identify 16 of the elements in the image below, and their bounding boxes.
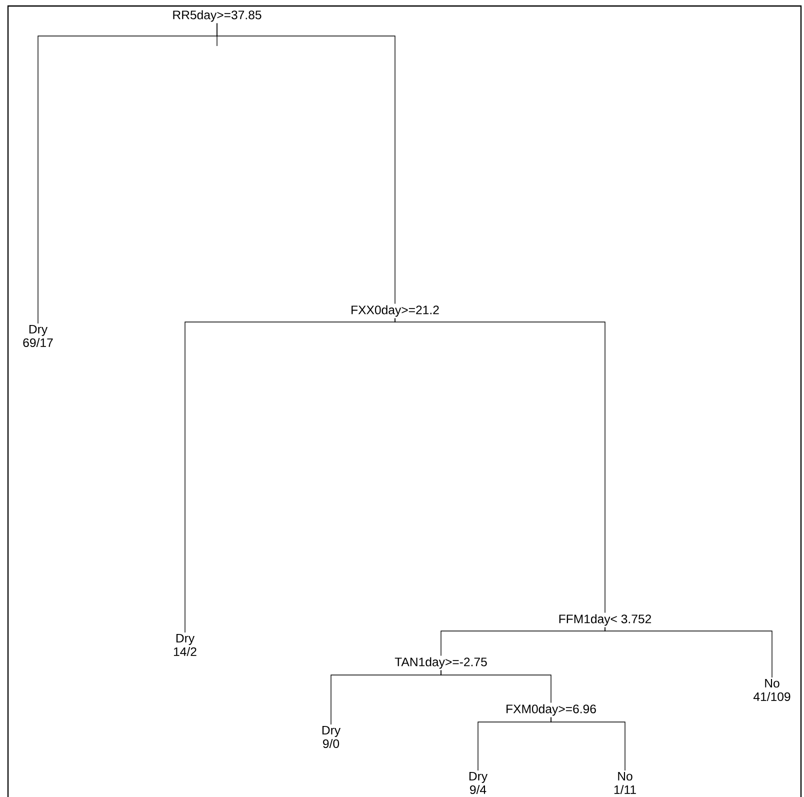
split-label: FXX0day>=21.2 xyxy=(352,305,439,317)
split-label: FXM0day>=6.96 xyxy=(506,704,596,716)
tree-branch xyxy=(550,716,626,771)
split-label: RR5day>=37.85 xyxy=(173,10,262,22)
split-label: TAN1day>=-2.75 xyxy=(394,657,487,669)
tree-branch xyxy=(216,22,396,304)
tree-branch xyxy=(440,670,552,704)
leaf-label: Dry 69/17 xyxy=(23,324,53,348)
tree-branch xyxy=(394,318,606,614)
tree-branch xyxy=(604,626,772,678)
split-label: FFM1day< 3.752 xyxy=(559,614,652,626)
leaf-label: Dry 14/2 xyxy=(174,634,196,656)
leaf-label: Dry 9/4 xyxy=(469,772,488,794)
leaf-label: Dry 9/0 xyxy=(322,726,341,748)
leaf-label: No 41/109 xyxy=(753,678,790,702)
leaf-label: No 1/11 xyxy=(614,772,636,794)
